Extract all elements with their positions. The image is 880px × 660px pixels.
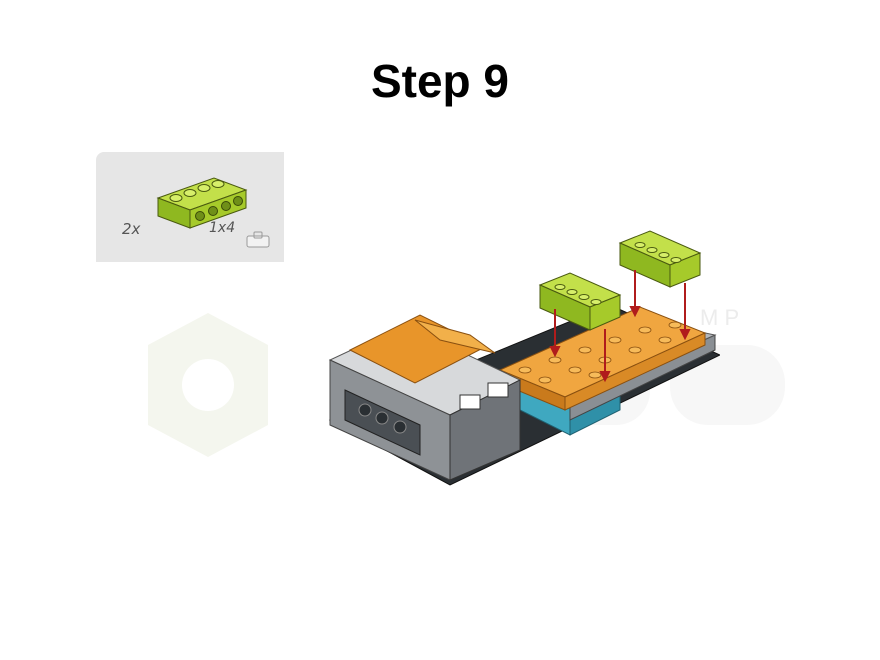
placement-arrows	[549, 270, 691, 383]
hub-port-a	[459, 394, 481, 410]
lime-brick-right	[618, 230, 702, 288]
part-quantity: 2x	[122, 220, 141, 238]
lego-model-assembly	[328, 230, 720, 486]
bag-icon	[246, 231, 270, 248]
watermark-text: M P	[700, 305, 739, 330]
technic-brick-1x4-icon	[156, 177, 248, 229]
step-title: Step 9	[370, 55, 510, 107]
lime-brick-left	[538, 272, 622, 331]
hub-port-b	[487, 382, 509, 398]
part-size: 1x4	[209, 220, 236, 236]
parts-callout: 2x 1x4	[96, 152, 284, 262]
